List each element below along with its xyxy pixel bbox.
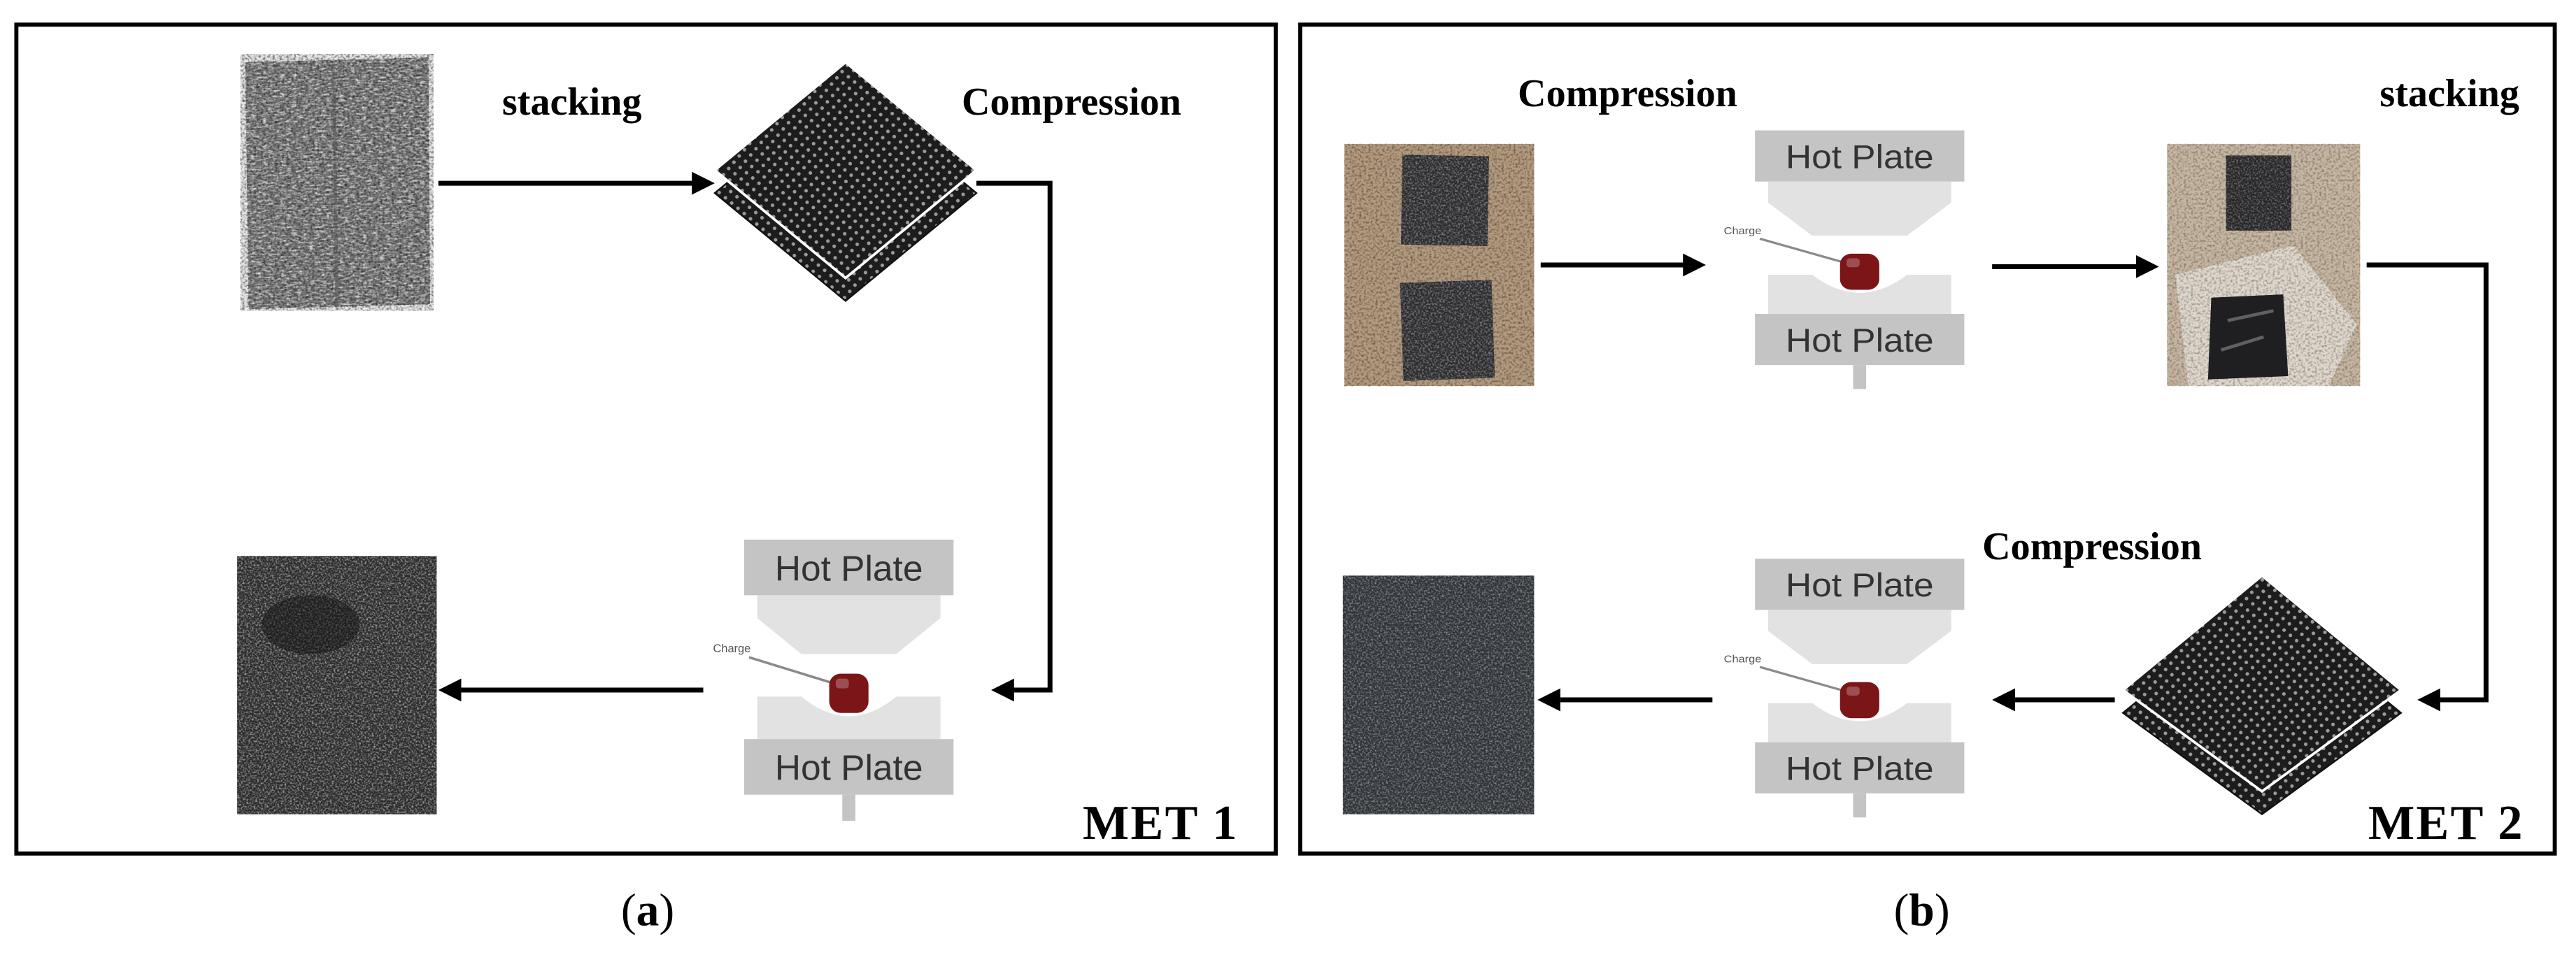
fabric-seam: [332, 62, 339, 308]
bottom-hot-plate: [743, 739, 954, 795]
upper-layer: [2121, 573, 2403, 794]
arrow-head: [1683, 253, 1706, 277]
arrow-to-output: [1537, 688, 1713, 712]
fabric-piece-bottom-texture: [1400, 280, 1495, 381]
arrow-to-stack: [2366, 262, 2489, 712]
charge-highlight: [835, 678, 849, 689]
arrow-to-press: [976, 180, 1053, 702]
caption-letter: b: [1909, 886, 1934, 936]
caption-letter: a: [636, 886, 660, 936]
arrow-to-output: [438, 678, 704, 702]
top-hot-plate: [743, 539, 954, 596]
bottom-hot-plate: [1755, 742, 1965, 794]
panel-b: Compression stacking Hot Plate Charge: [1298, 22, 2557, 936]
press-stem: [1853, 365, 1867, 389]
caption-open: (: [1894, 886, 1909, 936]
upper-layer: [712, 60, 979, 280]
arrow-head: [1537, 688, 1560, 712]
arrow-shaft: [976, 180, 1053, 693]
arrow-to-second-press: [1992, 688, 2115, 712]
charge-label: Charge: [713, 642, 751, 655]
bottom-hot-plate-label: Hot Plate: [775, 747, 923, 788]
panel-a-caption: (a): [621, 886, 674, 936]
charge-highlight: [1846, 687, 1860, 696]
stacked-fabric-layers: [712, 60, 979, 302]
panel-a: stacking Compression Hot Plate Charge: [14, 22, 1278, 936]
pressed-piece-sheen: [2220, 309, 2274, 352]
upper-die: [1767, 181, 1951, 236]
lower-die: [1767, 703, 1951, 742]
arrow-head: [1992, 688, 2015, 712]
bottom-hot-plate-label: Hot Plate: [1786, 322, 1934, 359]
panel-b-border: [1298, 22, 2557, 856]
bottom-hot-plate-label: Hot Plate: [1786, 750, 1934, 787]
arrow-head: [2135, 254, 2159, 278]
compression-label-top: Compression: [1518, 72, 1737, 115]
caption-close: ): [659, 886, 674, 936]
charge: [829, 673, 869, 713]
method-label: MET 1: [1083, 796, 1239, 850]
charge: [1840, 682, 1879, 719]
met1-input-fabric-photo: [240, 54, 434, 311]
lower-die: [1767, 275, 1951, 314]
arrow-shaft: [2366, 262, 2489, 703]
charge-label: Charge: [1724, 654, 1762, 665]
fabric-piece-top-texture: [1400, 155, 1490, 247]
stacking-label: stacking: [2379, 72, 2519, 115]
upper-die: [757, 595, 941, 654]
top-hot-plate: [1755, 559, 1965, 610]
arrow-head: [438, 678, 462, 702]
hot-press: Hot Plate Charge Hot Plate: [713, 539, 954, 821]
method-label: MET 2: [2368, 796, 2524, 850]
top-hot-plate: [1755, 130, 1965, 182]
met2-pressed-pieces-photo: [2167, 143, 2361, 387]
arrow-head: [692, 171, 715, 195]
stacking-label: stacking: [502, 80, 642, 124]
upper-die: [1767, 610, 1951, 664]
press-stem: [842, 794, 855, 821]
compression-label: Compression: [962, 80, 1181, 124]
charge-pointer: [1759, 237, 1846, 264]
charge-highlight: [1846, 258, 1860, 268]
arrow-head: [2417, 688, 2440, 712]
pressed-piece-bottom: [2207, 294, 2289, 380]
charge-label: Charge: [1724, 226, 1762, 237]
top-hot-plate-label: Hot Plate: [775, 547, 923, 588]
arrow-head: [991, 678, 1014, 702]
arrow-to-stacked-photo: [1992, 254, 2159, 278]
met1-output-composite-photo: [237, 556, 437, 814]
stacked-fabric-layers: [2121, 573, 2403, 816]
hot-press-second: Hot Plate Charge Hot Plate: [1724, 559, 1965, 818]
met2-output-composite-photo: [1342, 575, 1535, 814]
hot-press-first: Hot Plate Charge Hot Plate: [1724, 130, 1965, 389]
arrow-to-stack: [438, 171, 715, 195]
top-hot-plate-label: Hot Plate: [1786, 138, 1934, 175]
arrow-to-first-press: [1540, 253, 1706, 277]
composite-texture: [237, 556, 437, 814]
lower-die: [757, 696, 941, 740]
met2-input-fabric-photo: [1344, 143, 1535, 387]
charge-pointer: [1759, 666, 1846, 693]
press-stem: [1853, 793, 1867, 818]
composite-texture: [1342, 575, 1535, 814]
top-hot-plate-label: Hot Plate: [1786, 567, 1934, 604]
charge: [1840, 253, 1879, 290]
charge-pointer: [748, 656, 835, 685]
panel-a-border: [14, 22, 1278, 856]
compression-label-bottom: Compression: [1982, 525, 2202, 568]
caption-open: (: [621, 886, 636, 936]
bottom-hot-plate: [1755, 313, 1965, 366]
composite-shade: [262, 595, 360, 654]
caption-close: ): [1935, 886, 1950, 936]
pressed-piece-top-texture: [2226, 155, 2292, 231]
panel-b-caption: (b): [1894, 886, 1950, 936]
